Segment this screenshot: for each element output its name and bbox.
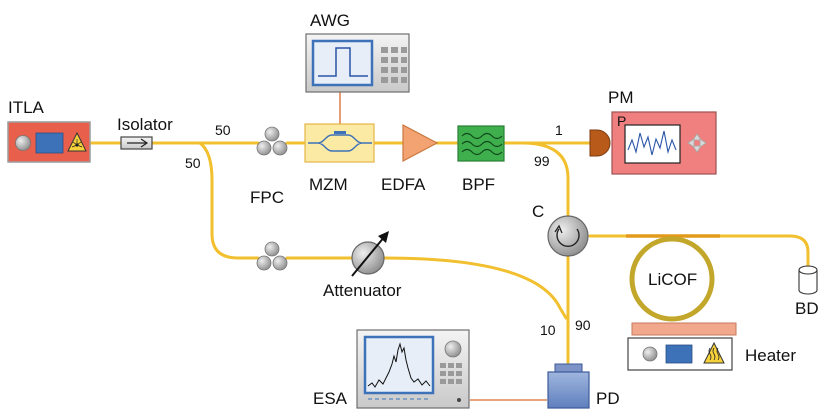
power-meter: P PM <box>589 88 717 175</box>
bpf-body <box>457 125 505 162</box>
pd-body <box>547 371 590 409</box>
pm-detector-head <box>589 129 611 157</box>
fpc2-paddle-right <box>272 255 288 271</box>
laser-warning-icon <box>67 131 87 152</box>
fpc-lower <box>256 241 288 271</box>
awg-keypad <box>381 47 407 83</box>
esa-instrument: ESA <box>313 329 470 409</box>
itla-label: ITLA <box>8 98 45 117</box>
pd-cap <box>554 363 583 373</box>
mzm-label: MZM <box>309 175 348 194</box>
fiber-lower-arm <box>198 141 260 260</box>
pm-screen-tag: P <box>617 113 626 129</box>
bd-top <box>798 265 818 275</box>
circulator-label: C <box>532 202 544 221</box>
awg-label: AWG <box>310 11 350 30</box>
licof-ring <box>629 236 715 322</box>
itla-display <box>35 132 64 154</box>
edfa-triangle <box>402 124 439 162</box>
combiner-ratio-right: 90 <box>575 317 591 333</box>
esa-port <box>457 398 461 402</box>
bd-body <box>798 270 818 295</box>
pm-label: PM <box>608 88 634 107</box>
split-ratio-lower: 50 <box>185 155 201 171</box>
fpc-paddle-top <box>264 126 280 142</box>
bpf-label: BPF <box>462 175 495 194</box>
mzm-waveguide <box>308 134 372 152</box>
bpf-wave-icon <box>461 132 503 156</box>
edfa-amplifier: EDFA <box>381 124 439 194</box>
esa-knob <box>444 340 462 358</box>
circulator: C <box>532 202 589 257</box>
heater-knob <box>642 346 658 362</box>
fpc-upper: FPC <box>250 126 288 207</box>
esa-label: ESA <box>313 389 348 408</box>
circulator-body <box>547 215 589 257</box>
pm-dpad-icon <box>687 133 707 153</box>
bpf-filter: BPF <box>457 125 505 194</box>
heater-display <box>665 344 693 364</box>
mzm-modulator: MZM <box>304 123 375 194</box>
heat-warning-icon <box>703 341 725 364</box>
isolator-arrow-icon <box>127 138 149 148</box>
variable-attenuator-icon <box>351 235 386 277</box>
esa-keypad <box>440 363 462 384</box>
fiber-paths <box>86 141 810 366</box>
pd-label: PD <box>596 389 620 408</box>
attenuator: Attenuator <box>323 231 402 300</box>
itla-laser: ITLA <box>7 98 91 163</box>
circulator-arrow-icon <box>556 228 580 248</box>
esa-spectrum-trace <box>367 342 431 388</box>
fpc-label: FPC <box>250 188 284 207</box>
split-ratio-upper: 50 <box>215 122 231 138</box>
fiber-tap-circulator <box>520 141 570 218</box>
heater-stage: Heater <box>627 322 796 371</box>
awg-instrument: AWG <box>305 11 410 93</box>
mzm-electrode <box>334 131 346 134</box>
heater-pad <box>631 322 737 336</box>
attenuator-arrow-head <box>378 231 389 243</box>
licof-label: LiCOF <box>648 270 697 289</box>
pm-trace <box>627 130 677 156</box>
photodetector: PD <box>547 363 620 409</box>
attenuator-label: Attenuator <box>323 281 402 300</box>
licof-resonator: LiCOF <box>629 236 715 322</box>
fpc-paddle-left <box>256 140 272 156</box>
fpc-paddle-right <box>272 140 288 156</box>
fpc2-paddle-top <box>264 241 280 257</box>
heater-label: Heater <box>745 346 796 365</box>
tap-ratio-pm: 1 <box>555 122 563 138</box>
tap-ratio-main: 99 <box>534 153 550 169</box>
beam-dump: BD <box>795 265 819 318</box>
circulator-arrow-head <box>554 224 563 234</box>
edfa-label: EDFA <box>381 175 426 194</box>
itla-knob <box>15 135 31 151</box>
isolator: Isolator <box>117 115 173 150</box>
bd-label: BD <box>795 299 819 318</box>
fpc2-paddle-left <box>256 255 272 271</box>
fiber-circulator-ring-bus <box>588 234 810 270</box>
isolator-label: Isolator <box>117 115 173 134</box>
combiner-ratio-left: 10 <box>540 322 556 338</box>
awg-pulse-trace <box>318 47 368 77</box>
fiber-attenuator-combiner <box>382 256 568 320</box>
